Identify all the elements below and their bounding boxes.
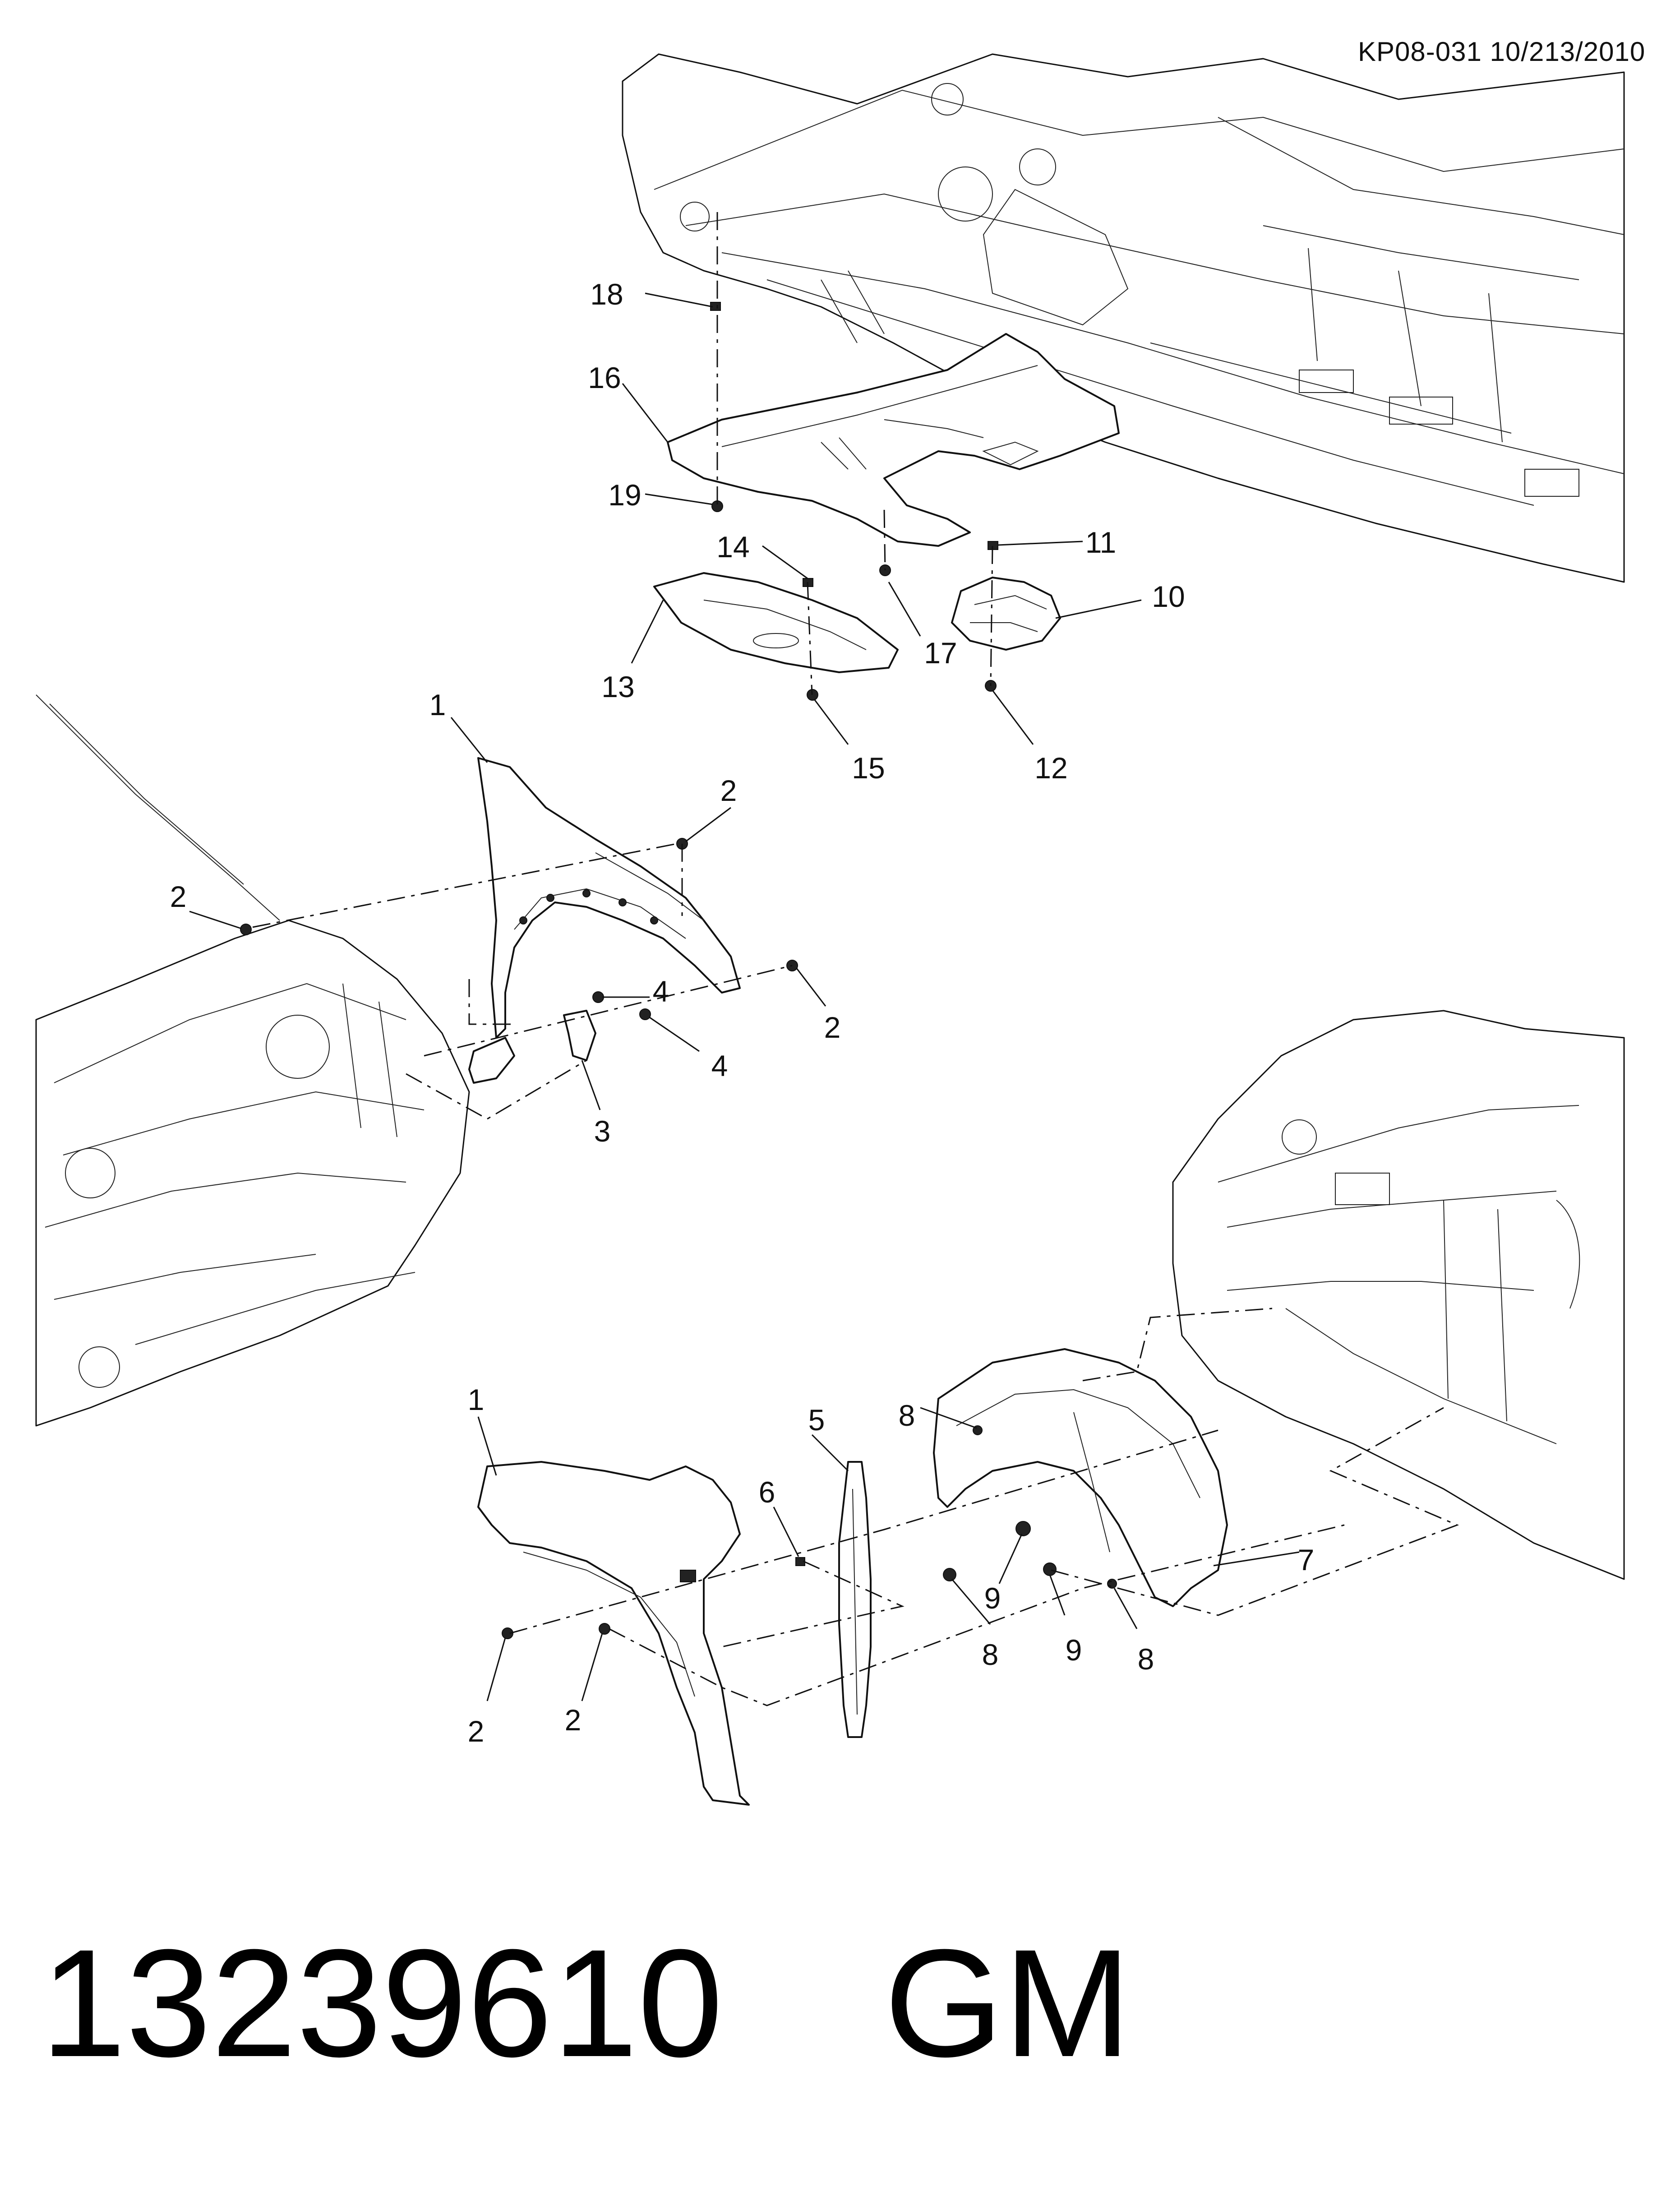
- callout-8-middle: 8: [982, 1638, 999, 1671]
- underbody-shield-part-16: [667, 333, 1120, 547]
- bracket-part-10: [951, 577, 1061, 651]
- callout-7: 7: [1298, 1543, 1315, 1576]
- bottom-leader-lines: [477, 1407, 1300, 1701]
- callout-18: 18: [590, 277, 623, 311]
- callout-2-lower-right: 2: [565, 1703, 582, 1737]
- brand-label: GM: [884, 1918, 1131, 2089]
- diagram-reference-code: KP08-031 10/213/2010: [1358, 37, 1646, 67]
- liner-seal-part-5: [838, 1461, 872, 1738]
- front-fender-part-1: [477, 757, 741, 1039]
- callout-12: 12: [1034, 751, 1067, 785]
- callout-15: 15: [852, 751, 885, 785]
- fender-bracket-part-3: [468, 1010, 596, 1084]
- callout-16: 16: [588, 361, 621, 394]
- vehicle-body-side-illustration: [1172, 1010, 1625, 1580]
- wheelhouse-liner-part-7: [933, 1348, 1228, 1607]
- callout-2-upper-left: 2: [170, 880, 187, 913]
- callout-2-lower-left: 2: [468, 1715, 485, 1748]
- callout-14: 14: [716, 530, 749, 564]
- callout-19: 19: [608, 478, 641, 512]
- callout-8-right: 8: [1138, 1642, 1154, 1676]
- callout-17: 17: [924, 636, 957, 670]
- callout-5: 5: [808, 1403, 825, 1437]
- callout-labels: 18 16 19 14 11 10 13 17 15 12 1 2 2 2 4 …: [170, 277, 1315, 1748]
- front-fender-part-1-lower: [477, 1461, 750, 1806]
- callout-9-right: 9: [1066, 1633, 1082, 1667]
- top-leader-lines: [622, 292, 1142, 745]
- part-number: 13239610: [41, 1918, 723, 2089]
- callout-4-upper: 4: [653, 975, 669, 1008]
- callout-6: 6: [759, 1475, 775, 1509]
- callout-13: 13: [601, 670, 634, 703]
- bottom-alignment-lines: [509, 1308, 1459, 1706]
- underbody-floor-illustration: [622, 53, 1625, 583]
- callout-3: 3: [594, 1114, 611, 1148]
- middle-leader-lines: [189, 717, 826, 1110]
- callout-11: 11: [1085, 526, 1117, 559]
- front-end-structure-illustration: [35, 694, 470, 1427]
- callout-10: 10: [1152, 580, 1185, 613]
- callout-1-upper: 1: [429, 688, 446, 721]
- callout-9-left: 9: [984, 1581, 1001, 1615]
- top-alignment-lines: [716, 212, 993, 695]
- callout-8-upper: 8: [899, 1399, 915, 1432]
- skid-plate-part-13: [653, 572, 899, 673]
- callout-4-lower: 4: [711, 1049, 728, 1082]
- middle-alignment-lines: [252, 843, 793, 1120]
- callout-2-upper-right: 2: [720, 774, 737, 807]
- callout-2-middle-right: 2: [824, 1011, 841, 1044]
- callout-1-lower: 1: [468, 1383, 485, 1416]
